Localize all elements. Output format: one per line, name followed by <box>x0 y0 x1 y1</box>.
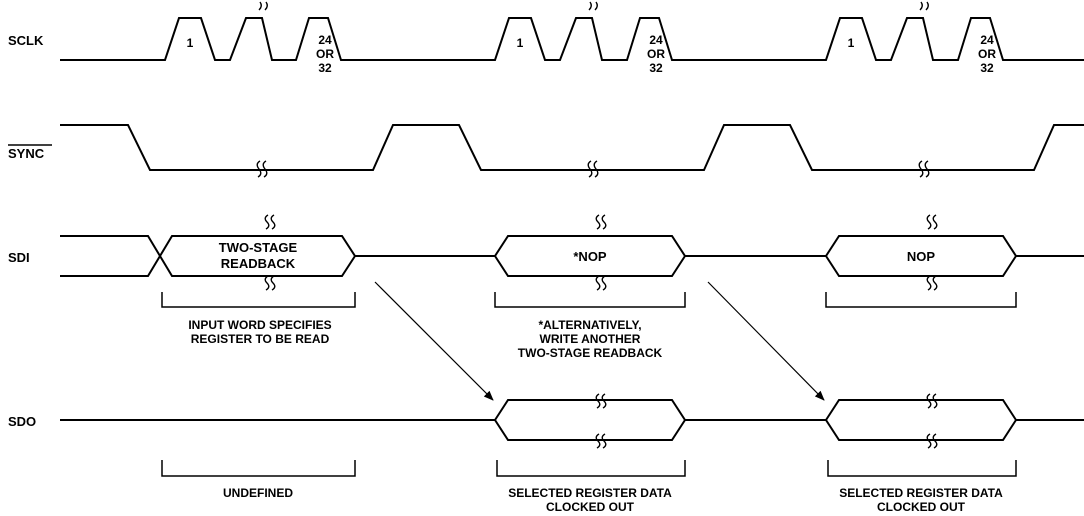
sclk-pulse-first-3: 1 <box>848 36 855 50</box>
sdi-word-1-line2: READBACK <box>221 256 296 271</box>
sclk-waveform <box>60 1 1084 61</box>
sclk-label: SCLK <box>8 33 44 48</box>
sclk-pulse-last-2-l2: OR <box>647 47 665 61</box>
arrow-readback-to-sdo-2 <box>707 281 825 401</box>
sdi-break-top-1 <box>264 214 276 230</box>
note-frame2-line1: *ALTERNATIVELY, <box>538 318 641 332</box>
sdi-word-3: NOP <box>907 249 936 264</box>
sdi-break-top-3 <box>926 214 938 230</box>
sync-break-3 <box>918 160 930 178</box>
note-sdo-1-line2: CLOCKED OUT <box>546 500 635 514</box>
sclk-pulse-last-1-l2: OR <box>316 47 334 61</box>
note-frame2-line3: TWO-STAGE READBACK <box>518 346 663 360</box>
sdo-break-top-2 <box>926 393 938 409</box>
sdi-waveform <box>60 214 1084 291</box>
note-frame1-line1: INPUT WORD SPECIFIES <box>188 318 331 332</box>
sdo-break-bottom-2 <box>926 433 938 449</box>
sdo-label: SDO <box>8 414 36 429</box>
arrow-readback-to-sdo-1 <box>374 281 494 401</box>
sclk-pulse-last-1-l3: 32 <box>318 61 332 75</box>
sdi-word-1-line1: TWO-STAGE <box>219 240 298 255</box>
sdo-bracket-1 <box>161 460 356 477</box>
note-sdo-2-line1: SELECTED REGISTER DATA <box>839 486 1003 500</box>
sync-break-1 <box>256 160 268 178</box>
sdo-waveform <box>60 393 1084 449</box>
sdi-break-bottom-2 <box>595 275 607 291</box>
sdi-word-2: *NOP <box>573 249 607 264</box>
sdo-bracket-3 <box>827 460 1017 477</box>
sdi-bracket-2 <box>494 292 686 308</box>
sclk-pulse-last-3-l3: 32 <box>980 61 994 75</box>
note-undefined: UNDEFINED <box>223 486 293 500</box>
sync-label: SYNC <box>8 146 45 161</box>
note-sdo-1-line1: SELECTED REGISTER DATA <box>508 486 672 500</box>
note-frame1-line2: REGISTER TO BE READ <box>191 332 330 346</box>
note-sdo-2-line2: CLOCKED OUT <box>877 500 966 514</box>
sclk-break-2 <box>588 1 598 11</box>
sdi-break-bottom-3 <box>926 275 938 291</box>
sclk-break-3 <box>919 1 929 11</box>
sdo-break-top-1 <box>595 393 607 409</box>
sclk-pulse-first-2: 1 <box>517 36 524 50</box>
sdo-break-bottom-1 <box>595 433 607 449</box>
sdi-label: SDI <box>8 250 30 265</box>
sclk-pulse-last-2-l3: 32 <box>649 61 663 75</box>
sclk-break-1 <box>258 1 268 11</box>
sclk-pulse-last-3-l2: OR <box>978 47 996 61</box>
note-frame2-line2: WRITE ANOTHER <box>540 332 641 346</box>
sync-waveform <box>60 124 1084 178</box>
sdo-bracket-2 <box>496 460 686 477</box>
sdi-bracket-1 <box>161 292 356 308</box>
sync-break-2 <box>587 160 599 178</box>
sdi-break-top-2 <box>595 214 607 230</box>
sclk-pulse-first-1: 1 <box>187 36 194 50</box>
sdi-bracket-3 <box>825 292 1017 308</box>
sdi-break-bottom-1 <box>264 275 276 291</box>
sclk-pulse-last-1-l1: 24 <box>318 33 332 47</box>
sclk-pulse-last-3-l1: 24 <box>980 33 994 47</box>
sclk-pulse-last-2-l1: 24 <box>649 33 663 47</box>
